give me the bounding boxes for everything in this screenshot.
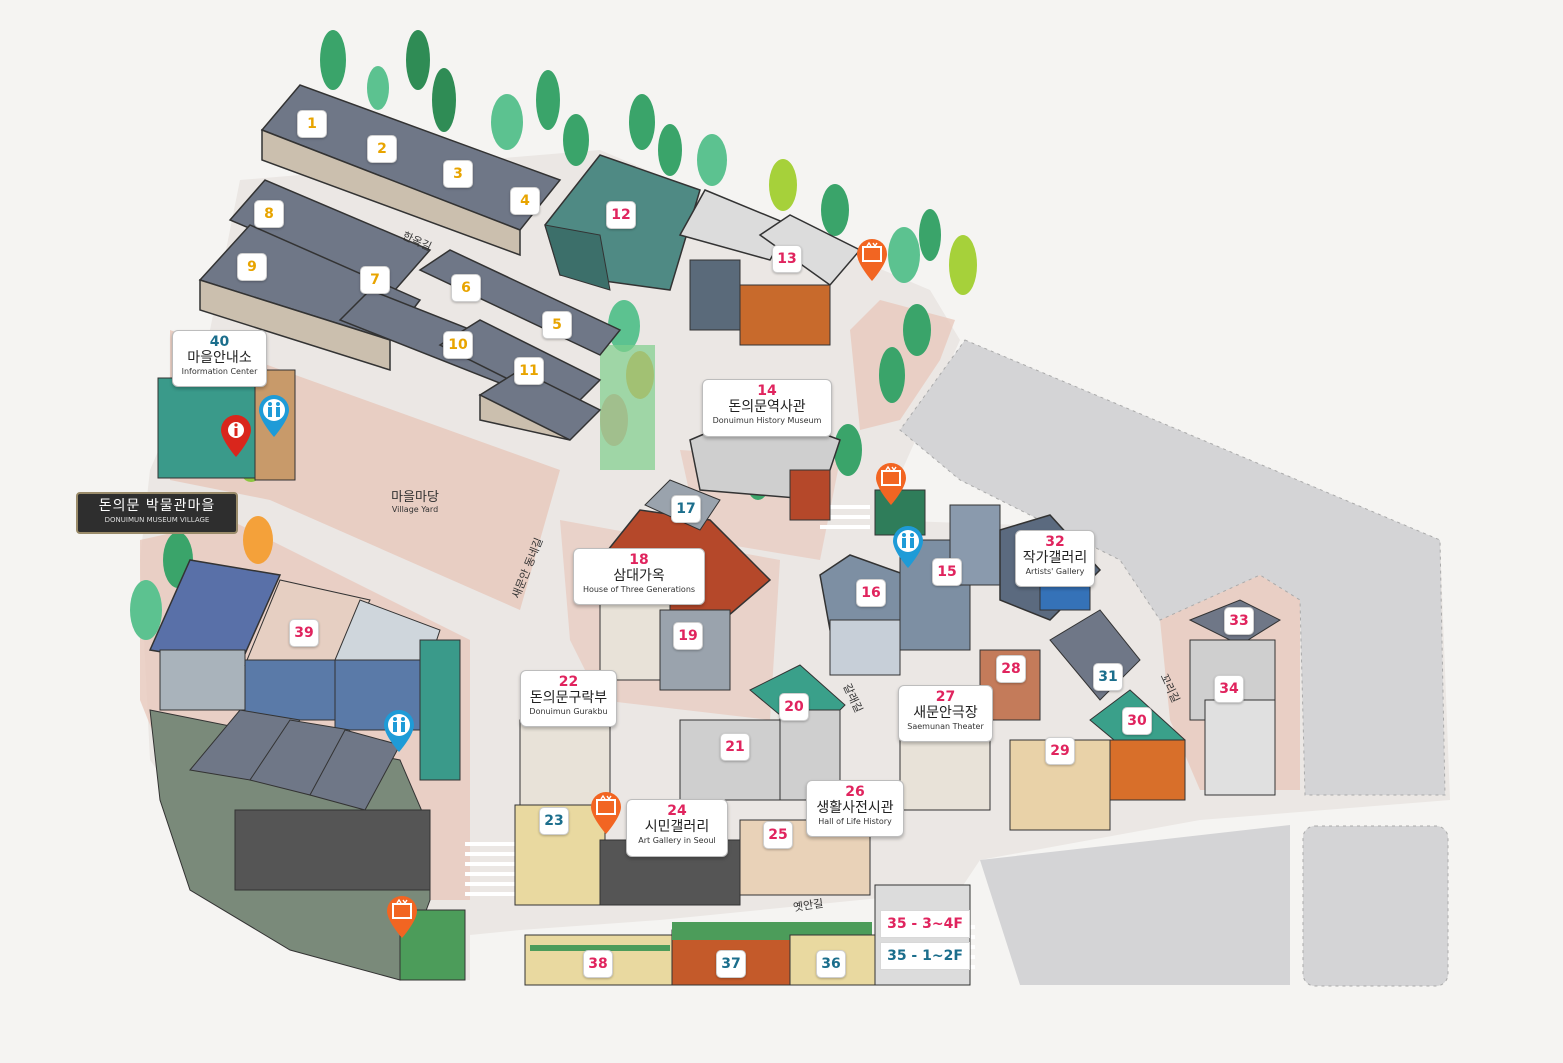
card-korean: 삼대가옥 xyxy=(613,568,665,584)
card-english: Art Gallery in Seoul xyxy=(638,836,716,845)
place-34[interactable]: 34 xyxy=(1214,675,1244,703)
place-12[interactable]: 12 xyxy=(606,201,636,229)
card-hall-of-life-history[interactable]: 26 생활사전시관 Hall of Life History xyxy=(806,780,904,837)
place-13[interactable]: 13 xyxy=(772,245,802,273)
place-10[interactable]: 10 xyxy=(443,331,473,359)
place-5[interactable]: 5 xyxy=(542,311,572,339)
card-number: 14 xyxy=(757,383,777,399)
restroom-pin-icon[interactable] xyxy=(891,525,925,569)
place-15[interactable]: 15 xyxy=(932,558,962,586)
card-korean: 새문안극장 xyxy=(913,705,978,721)
place-30[interactable]: 30 xyxy=(1122,707,1152,735)
place-31[interactable]: 31 xyxy=(1093,663,1123,691)
village-yard-korean: 마을마당 xyxy=(391,490,439,505)
elevator-pin-icon[interactable] xyxy=(385,895,419,939)
card-house-of-three-generations[interactable]: 18 삼대가옥 House of Three Generations xyxy=(573,548,705,605)
card-english: Hall of Life History xyxy=(818,817,892,826)
card-korean: 마을안내소 xyxy=(187,350,252,366)
card-korean: 돈의문역사관 xyxy=(728,399,806,415)
card-donuimun-history-museum[interactable]: 14 돈의문역사관 Donuimun History Museum xyxy=(702,379,832,437)
place-23[interactable]: 23 xyxy=(539,807,569,835)
place-11[interactable]: 11 xyxy=(514,357,544,385)
card-number: 26 xyxy=(845,784,865,800)
elevator-pin-icon[interactable] xyxy=(589,791,623,835)
village-yard-english: Village Yard xyxy=(391,505,439,514)
village-yard-label: 마을마당 Village Yard xyxy=(370,486,460,514)
place-21[interactable]: 21 xyxy=(720,733,750,761)
place-38[interactable]: 38 xyxy=(583,950,613,978)
place-9[interactable]: 9 xyxy=(237,253,267,281)
elevator-pin-icon[interactable] xyxy=(874,462,908,506)
sign-korean: 돈의문 박물관마을 xyxy=(98,498,216,514)
card-english: House of Three Generations xyxy=(582,585,696,594)
place-28[interactable]: 28 xyxy=(996,655,1026,683)
village-signboard: 돈의문 박물관마을 DONUIMUN MUSEUM VILLAGE xyxy=(76,492,238,534)
place-25[interactable]: 25 xyxy=(763,821,793,849)
card-english: Donuimun Gurakbu xyxy=(529,707,608,716)
card-korean: 시민갤러리 xyxy=(644,819,710,835)
card-number: 18 xyxy=(629,552,649,568)
restroom-pin-icon[interactable] xyxy=(257,394,291,438)
place-3[interactable]: 3 xyxy=(443,160,473,188)
card-korean: 생활사전시관 xyxy=(816,800,894,816)
place-35-lower-floors[interactable]: 35 - 1~2F xyxy=(880,942,970,970)
card-information-center[interactable]: 40 마을안내소 Information Center xyxy=(172,330,267,387)
place-17[interactable]: 17 xyxy=(671,495,701,523)
card-number: 27 xyxy=(935,689,956,705)
elevator-pin-icon[interactable] xyxy=(855,238,889,282)
card-donuimun-gurakbu[interactable]: 22 돈의문구락부 Donuimun Gurakbu xyxy=(520,670,617,727)
place-33[interactable]: 33 xyxy=(1224,607,1254,635)
card-saemunan-theater[interactable]: 27 새문안극장 Saemunan Theater xyxy=(898,685,993,742)
place-2[interactable]: 2 xyxy=(367,135,397,163)
card-korean: 돈의문구락부 xyxy=(529,690,608,706)
card-number: 40 xyxy=(209,334,230,350)
place-39[interactable]: 39 xyxy=(289,619,319,647)
card-number: 24 xyxy=(667,803,687,819)
place-29[interactable]: 29 xyxy=(1045,737,1075,765)
place-20[interactable]: 20 xyxy=(779,693,809,721)
place-19[interactable]: 19 xyxy=(673,622,703,650)
information-pin-icon[interactable] xyxy=(219,414,253,458)
card-english: Artists' Gallery xyxy=(1025,567,1085,576)
place-35-upper-floors[interactable]: 35 - 3~4F xyxy=(880,910,970,938)
place-8[interactable]: 8 xyxy=(254,200,284,228)
card-english: Saemunan Theater xyxy=(907,722,984,731)
place-16[interactable]: 16 xyxy=(856,579,886,607)
card-artists-gallery[interactable]: 32 작가갤러리 Artists' Gallery xyxy=(1015,530,1095,587)
place-36[interactable]: 36 xyxy=(816,950,846,978)
sign-english: DONUIMUN MUSEUM VILLAGE xyxy=(104,516,210,524)
card-art-gallery-in-seoul[interactable]: 24 시민갤러리 Art Gallery in Seoul xyxy=(626,799,728,857)
place-37[interactable]: 37 xyxy=(716,950,746,978)
place-4[interactable]: 4 xyxy=(510,187,540,215)
card-number: 22 xyxy=(558,674,579,690)
restroom-pin-icon[interactable] xyxy=(382,709,416,753)
card-number: 32 xyxy=(1045,534,1065,550)
place-1[interactable]: 1 xyxy=(297,110,327,138)
card-english: Donuimun History Museum xyxy=(712,416,822,425)
card-english: Information Center xyxy=(181,367,258,376)
place-7[interactable]: 7 xyxy=(360,266,390,294)
place-6[interactable]: 6 xyxy=(451,274,481,302)
card-korean: 작가갤러리 xyxy=(1022,550,1088,566)
